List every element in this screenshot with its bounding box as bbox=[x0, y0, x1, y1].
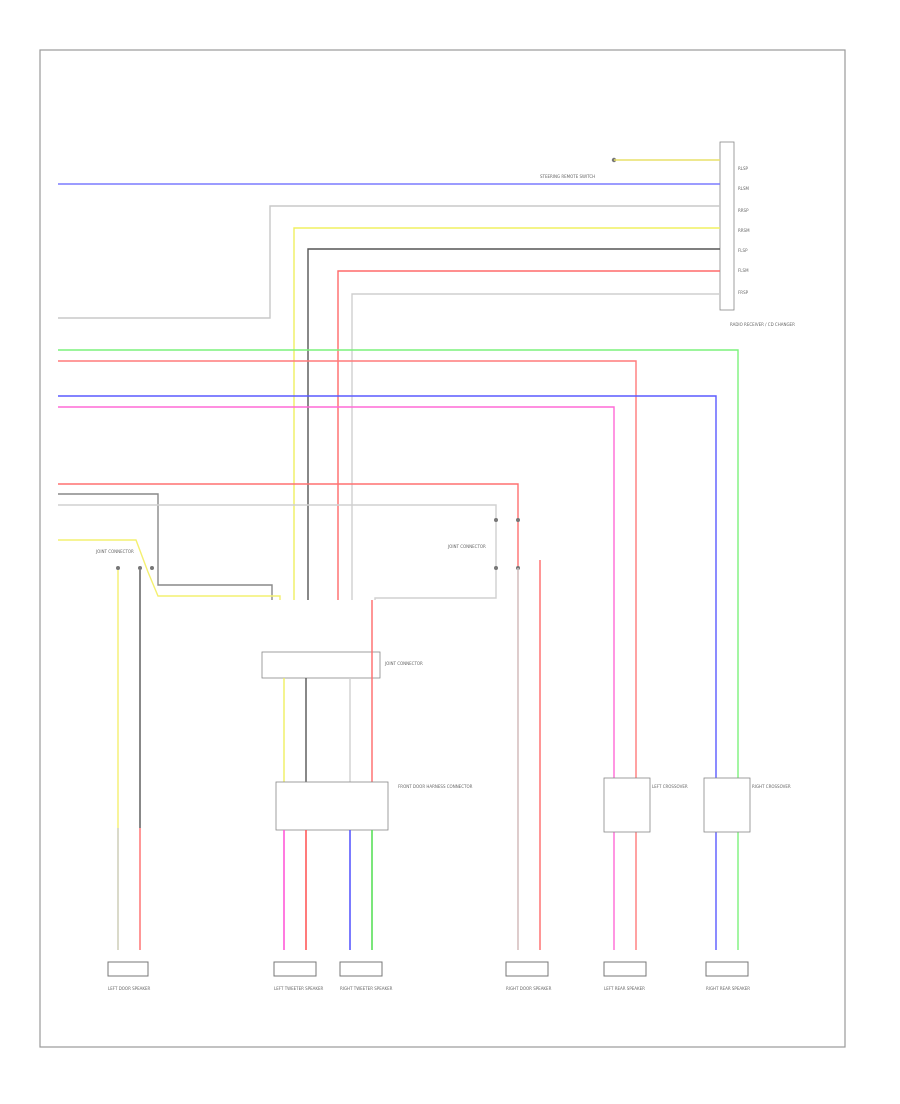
speaker-left-door-body bbox=[107, 961, 149, 977]
speaker-right-rear: RIGHT REAR SPEAKER bbox=[705, 961, 750, 991]
mid-branch bbox=[283, 600, 373, 790]
receiver-label: RADIO RECEIVER / CD CHANGER bbox=[730, 322, 795, 327]
speaker-right-rear-label: RIGHT REAR SPEAKER bbox=[706, 986, 750, 991]
speaker-right-tweeter: RIGHT TWEETER SPEAKER bbox=[339, 961, 393, 991]
crossover-right: RIGHT CROSSOVER bbox=[703, 777, 791, 833]
speaker-left-rear: LEFT REAR SPEAKER bbox=[603, 961, 647, 991]
front-door-connector-label: FRONT DOOR HARNESS CONNECTOR bbox=[398, 784, 473, 789]
jc-mid-label: JOINT CONNECTOR bbox=[384, 661, 423, 666]
jc-right-pin-c bbox=[494, 566, 498, 570]
joint-connector-mid: JOINT CONNECTOR bbox=[261, 651, 423, 679]
jc-mid-box bbox=[261, 651, 381, 679]
jc-left-pin-c bbox=[150, 566, 154, 570]
crossover-right-label: RIGHT CROSSOVER bbox=[752, 784, 791, 789]
speaker-left-tweeter-body bbox=[273, 961, 317, 977]
wire-red-a bbox=[337, 270, 720, 600]
remote-switch-label: STEERING REMOTE SWITCH bbox=[540, 174, 595, 179]
speaker-left-rear-label: LEFT REAR SPEAKER bbox=[604, 986, 645, 991]
receiver-connector bbox=[719, 141, 735, 311]
speaker-right-rear-body bbox=[705, 961, 749, 977]
crossover-left-label: LEFT CROSSOVER bbox=[652, 784, 688, 789]
receiver-pin-5: FLSP bbox=[738, 248, 748, 253]
left-branch bbox=[117, 570, 141, 950]
front-door-connector-box bbox=[275, 781, 389, 831]
wire-white-b bbox=[351, 293, 720, 600]
speaker-right-door-label: RIGHT DOOR SPEAKER bbox=[506, 986, 552, 991]
speaker-right-door: RIGHT DOOR SPEAKER bbox=[505, 961, 552, 991]
receiver-pin-1: RLSP bbox=[738, 166, 749, 171]
receiver-pin-4: RRSM bbox=[738, 228, 750, 233]
speaker-left-tweeter-label: LEFT TWEETER SPEAKER bbox=[274, 986, 324, 991]
side-wires bbox=[58, 349, 739, 950]
jc-right-label: JOINT CONNECTOR bbox=[447, 544, 486, 549]
diagram-frame bbox=[39, 49, 846, 1048]
wire-blue-b bbox=[58, 395, 717, 950]
front-door-connector: FRONT DOOR HARNESS CONNECTOR bbox=[275, 781, 473, 831]
jc-left-label: JOINT CONNECTOR bbox=[95, 549, 134, 554]
wire-pink bbox=[58, 406, 615, 950]
speaker-right-tweeter-label: RIGHT TWEETER SPEAKER bbox=[340, 986, 393, 991]
top-wires bbox=[58, 159, 720, 600]
wire-yellow-c bbox=[58, 539, 281, 600]
wire-black-a bbox=[307, 248, 720, 600]
receiver-pin-2: RLSM bbox=[738, 186, 750, 191]
crossover-left: LEFT CROSSOVER bbox=[603, 777, 688, 833]
wire-green bbox=[58, 349, 739, 950]
speaker-right-door-body bbox=[505, 961, 549, 977]
right-branch bbox=[517, 560, 541, 950]
speaker-left-door: LEFT DOOR SPEAKER bbox=[107, 961, 150, 991]
jc-right-pin-a bbox=[494, 518, 498, 522]
speaker-left-door-label: LEFT DOOR SPEAKER bbox=[108, 986, 150, 991]
wire-red-b bbox=[58, 360, 637, 950]
wire-white-a bbox=[58, 205, 720, 319]
speaker-left-rear-body bbox=[603, 961, 647, 977]
joint-connector-left: JOINT CONNECTOR bbox=[95, 549, 154, 570]
receiver-pin-3: RRSP bbox=[738, 208, 749, 213]
crossover-right-box bbox=[703, 777, 751, 833]
radio-receiver: RLSP RLSM RRSP RRSM FLSP FLSM FRSP RADIO… bbox=[719, 141, 795, 327]
joint-connector-right: JOINT CONNECTOR bbox=[447, 518, 520, 570]
wire-white-c bbox=[58, 504, 497, 600]
receiver-pin-6: FLSM bbox=[738, 268, 749, 273]
receiver-pin-7: FRSP bbox=[738, 290, 749, 295]
jc-right-pin-b bbox=[516, 518, 520, 522]
wire-yellow-a bbox=[293, 227, 720, 600]
speaker-right-tweeter-body bbox=[339, 961, 383, 977]
jc-left-pin-a bbox=[116, 566, 120, 570]
tweeter-wires bbox=[283, 830, 373, 950]
remote-switch: STEERING REMOTE SWITCH bbox=[540, 157, 617, 179]
jc-left-pin-b bbox=[138, 566, 142, 570]
crossover-left-box bbox=[603, 777, 651, 833]
speaker-left-tweeter: LEFT TWEETER SPEAKER bbox=[273, 961, 324, 991]
wire-gray-c bbox=[58, 493, 273, 600]
